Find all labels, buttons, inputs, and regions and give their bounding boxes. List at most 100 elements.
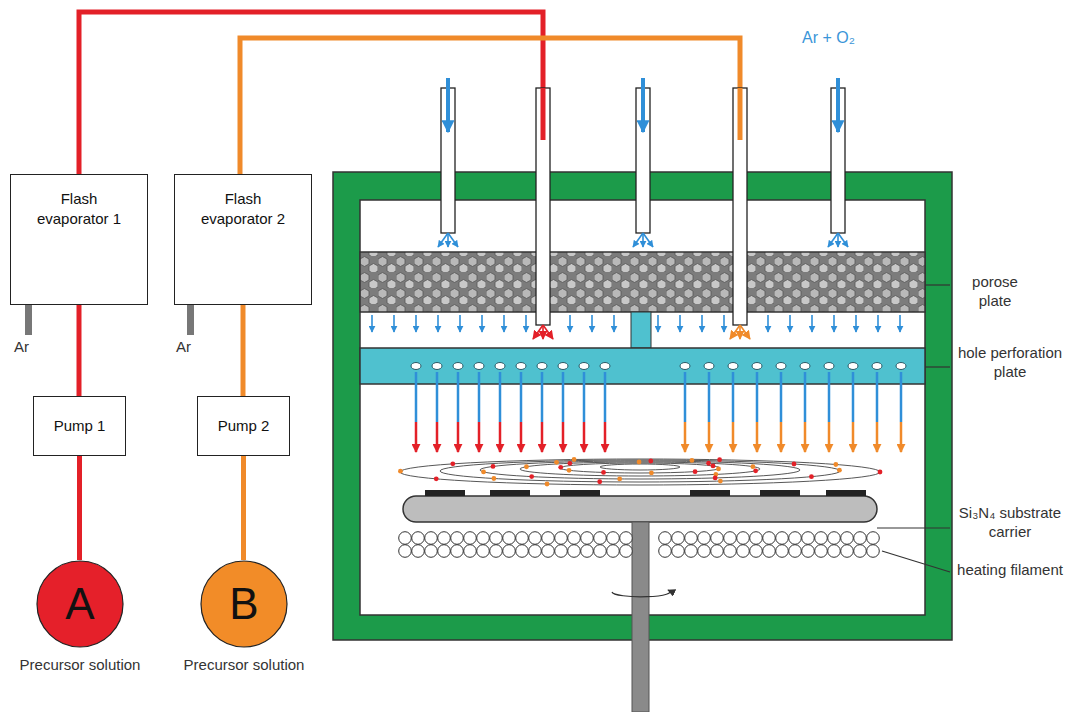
- gas-outlet-arrow: [740, 325, 750, 339]
- heating-coil: [724, 532, 737, 545]
- gas-jet: [756, 372, 759, 422]
- gas-flow-arrow: [723, 315, 725, 332]
- gas-jet: [436, 422, 439, 452]
- heating-coil: [815, 545, 828, 558]
- heating-coil: [451, 545, 464, 558]
- heating-coil: [685, 545, 698, 558]
- precursor-particle: [753, 468, 758, 473]
- gas-outlet-arrow: [633, 233, 643, 247]
- plate-hole: [411, 363, 421, 370]
- gas-flow-arrow: [437, 315, 439, 332]
- precursor-particle: [567, 461, 572, 466]
- heating-coil: [438, 545, 451, 558]
- heating-coil: [451, 532, 464, 545]
- gas-jet: [436, 372, 439, 422]
- precursor-particle: [648, 459, 653, 464]
- part-label: porose plate: [955, 273, 1035, 311]
- box-text: Flash evaporator 2: [193, 189, 293, 228]
- plate-hole: [600, 363, 610, 370]
- gas-outlet-arrow: [438, 233, 448, 247]
- gas-flow-arrow: [679, 315, 681, 332]
- heating-coil: [542, 545, 555, 558]
- gas-jet: [457, 372, 460, 422]
- precursor-particle: [690, 458, 695, 463]
- gas-inlet-arrow: [641, 78, 645, 132]
- precursor-particle: [837, 468, 842, 473]
- heating-coil: [737, 532, 750, 545]
- pump-box: Pump 2: [197, 396, 290, 456]
- gas-flow-arrow: [525, 315, 527, 332]
- heating-coil: [724, 545, 737, 558]
- gas-flow-arrow: [613, 315, 615, 332]
- gas-flow-arrow: [481, 315, 483, 332]
- plate-hole: [680, 363, 690, 370]
- gas-jet: [828, 372, 831, 422]
- gas-flow-arrow: [767, 315, 769, 332]
- substrate: [560, 490, 600, 496]
- heating-coil: [568, 545, 581, 558]
- substrate-carrier: [403, 496, 877, 522]
- precursor-particle: [567, 468, 572, 473]
- heating-coil: [685, 532, 698, 545]
- gas-jet: [900, 372, 903, 422]
- precursor-particle: [878, 470, 883, 475]
- heating-coil: [841, 532, 854, 545]
- gas-outlet-arrow: [448, 233, 458, 247]
- gas-outlet-arrow: [533, 325, 543, 339]
- heating-coil: [763, 545, 776, 558]
- heating-coil: [854, 545, 867, 558]
- gas-flow-arrow: [503, 315, 505, 332]
- gas-jet: [804, 422, 807, 452]
- heating-coil: [464, 532, 477, 545]
- part-label: heating filament: [955, 561, 1065, 580]
- heating-coil: [503, 532, 516, 545]
- precursor-particle: [833, 462, 838, 467]
- perforation-plate: [360, 348, 925, 384]
- feed-line: [541, 88, 546, 140]
- injector-tube: [733, 88, 747, 325]
- heating-coil: [620, 532, 633, 545]
- gas-flow-arrow: [459, 315, 461, 332]
- gas-jet: [708, 422, 711, 452]
- heating-coil: [737, 545, 750, 558]
- part-label: Si₃N₄ substrate carrier: [955, 504, 1065, 542]
- vessel-letter: A: [36, 560, 124, 648]
- heating-coil: [659, 532, 672, 545]
- vessel-caption: Precursor solution: [180, 656, 308, 675]
- leader-line: [877, 527, 950, 528]
- gas-swirl: [400, 459, 880, 485]
- precursor-particle: [693, 469, 698, 474]
- vessel-circle: [37, 561, 123, 647]
- precursor-particle: [597, 479, 602, 484]
- heating-coil: [399, 545, 412, 558]
- heating-coil: [568, 532, 581, 545]
- heating-coil: [750, 545, 763, 558]
- part-label: hole perforation plate: [955, 344, 1065, 382]
- precursor-particle: [706, 461, 711, 466]
- heating-coil: [555, 545, 568, 558]
- plate-hole: [800, 363, 810, 370]
- heating-coil: [672, 532, 685, 545]
- heating-coil: [399, 532, 412, 545]
- ar-inlet: [187, 305, 194, 335]
- heating-coil: [464, 545, 477, 558]
- heating-coil: [412, 532, 425, 545]
- precursor-particle: [529, 474, 534, 479]
- gas-jet: [541, 422, 544, 452]
- feed-line: [240, 38, 740, 174]
- plate-hole: [896, 363, 906, 370]
- heating-coil: [490, 532, 503, 545]
- gas-jet: [852, 422, 855, 452]
- heating-coil: [802, 532, 815, 545]
- porous-plate: [360, 252, 925, 312]
- plate-hole: [872, 363, 882, 370]
- precursor-particle: [617, 477, 622, 482]
- pipe-connector: [77, 456, 82, 560]
- substrate: [826, 490, 866, 496]
- plate-hole: [579, 363, 589, 370]
- ar-inlet: [25, 305, 32, 335]
- gas-jet: [828, 422, 831, 452]
- heating-coil: [555, 532, 568, 545]
- feed-line: [738, 88, 743, 140]
